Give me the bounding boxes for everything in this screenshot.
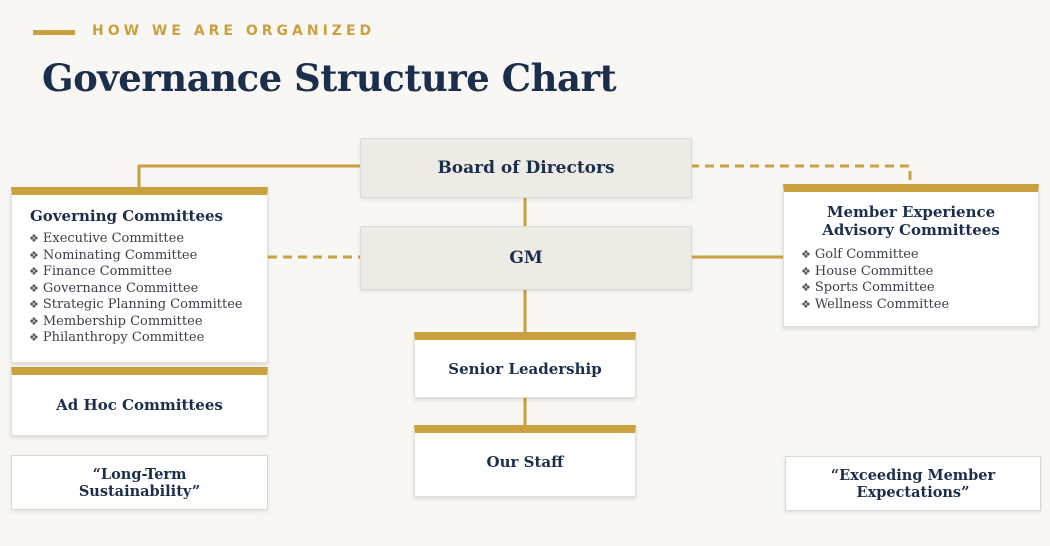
long-term-sustainability-quote: “Long-Term Sustainability” bbox=[11, 455, 268, 510]
gm-label: GM bbox=[509, 248, 543, 268]
diamond-bullet-icon: ❖ bbox=[801, 297, 811, 311]
member-experience-list: ❖Golf Committee❖House Committee❖Sports C… bbox=[801, 247, 1038, 313]
ad-hoc-committees-card: Ad Hoc Committees bbox=[11, 367, 268, 436]
list-item: ❖House Committee bbox=[801, 264, 1038, 281]
our-staff-label: Our Staff bbox=[486, 453, 564, 471]
list-item: ❖Membership Committee bbox=[29, 314, 267, 331]
board-to-member-experience-line bbox=[690, 164, 912, 185]
quote-right-line1: “Exceeding Member bbox=[830, 466, 996, 484]
ad-hoc-committees-label: Ad Hoc Committees bbox=[56, 396, 223, 414]
quote-right-line2: Expectations” bbox=[856, 483, 970, 501]
board-to-governing-line bbox=[137, 164, 360, 188]
diamond-bullet-icon: ❖ bbox=[801, 264, 811, 278]
member-experience-title-line1: Member Experience bbox=[826, 203, 996, 221]
list-item-label: Wellness Committee bbox=[814, 296, 950, 312]
diamond-bullet-icon: ❖ bbox=[29, 281, 39, 295]
list-item: ❖Strategic Planning Committee bbox=[29, 297, 267, 314]
senior-leadership-card: Senior Leadership bbox=[414, 332, 636, 398]
diamond-bullet-icon: ❖ bbox=[29, 265, 39, 278]
diamond-bullet-icon: ❖ bbox=[29, 314, 39, 328]
diamond-bullet-icon: ❖ bbox=[801, 281, 811, 294]
our-staff-card: Our Staff bbox=[414, 425, 636, 497]
gm-box: GM bbox=[360, 226, 692, 290]
list-item-label: Nominating Committee bbox=[42, 247, 198, 263]
list-item: ❖Nominating Committee bbox=[29, 248, 267, 265]
page-title: Governance Structure Chart bbox=[42, 56, 617, 100]
list-item: ❖Governance Committee bbox=[29, 281, 267, 298]
governing-committees-title: Governing Committees bbox=[30, 207, 223, 225]
member-experience-title-line2: Advisory Committees bbox=[822, 221, 1000, 239]
list-item-label: Membership Committee bbox=[42, 313, 203, 329]
governing-committees-list: ❖Executive Committee❖Nominating Committe… bbox=[29, 231, 267, 347]
member-experience-card: Member Experience Advisory Committees ❖G… bbox=[783, 184, 1039, 327]
list-item: ❖Golf Committee bbox=[801, 247, 1038, 264]
diamond-bullet-icon: ❖ bbox=[29, 232, 39, 245]
list-item-label: Finance Committee bbox=[42, 264, 173, 279]
list-item: ❖Sports Committee bbox=[801, 280, 1038, 297]
board-of-directors-box: Board of Directors bbox=[360, 138, 692, 198]
list-item: ❖Wellness Committee bbox=[801, 297, 1038, 314]
member-experience-title: Member Experience Advisory Committees bbox=[784, 203, 1038, 239]
list-item: ❖Executive Committee bbox=[29, 231, 267, 248]
exceeding-expectations-quote: “Exceeding Member Expectations” bbox=[785, 456, 1041, 511]
eyebrow-accent-bar bbox=[33, 30, 75, 35]
governing-committees-card: Governing Committees ❖Executive Committe… bbox=[11, 187, 268, 363]
section-eyebrow: HOW WE ARE ORGANIZED bbox=[92, 23, 376, 39]
list-item: ❖Philanthropy Committee bbox=[29, 330, 267, 347]
diamond-bullet-icon: ❖ bbox=[29, 331, 39, 344]
diamond-bullet-icon: ❖ bbox=[29, 298, 39, 311]
quote-left-line2: Sustainability” bbox=[78, 482, 201, 500]
list-item-label: Philanthropy Committee bbox=[42, 330, 205, 345]
list-item-label: House Committee bbox=[814, 263, 934, 279]
diamond-bullet-icon: ❖ bbox=[801, 248, 811, 261]
list-item-label: Governance Committee bbox=[42, 280, 199, 296]
quote-left-line1: “Long-Term bbox=[92, 465, 187, 483]
diamond-bullet-icon: ❖ bbox=[29, 248, 39, 262]
list-item-label: Sports Committee bbox=[814, 280, 935, 295]
board-of-directors-label: Board of Directors bbox=[437, 158, 615, 178]
list-item-label: Executive Committee bbox=[42, 231, 185, 246]
list-item: ❖Finance Committee bbox=[29, 264, 267, 281]
senior-leadership-label: Senior Leadership bbox=[448, 359, 602, 378]
list-item-label: Golf Committee bbox=[814, 247, 919, 262]
list-item-label: Strategic Planning Committee bbox=[42, 297, 243, 312]
